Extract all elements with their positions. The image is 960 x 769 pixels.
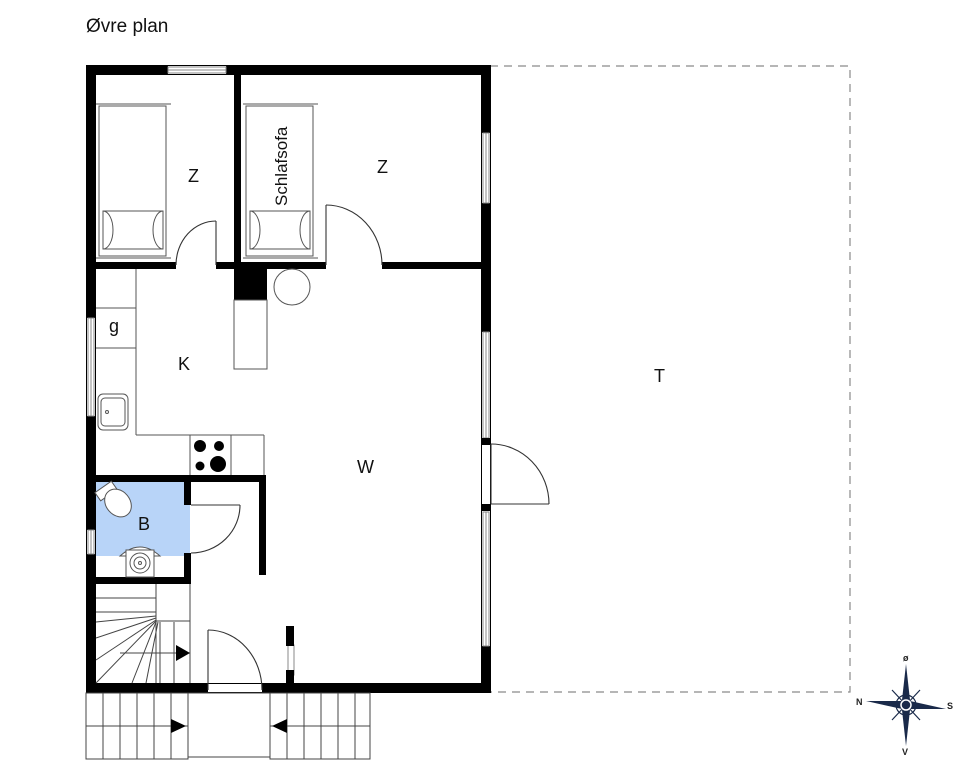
door-jambs	[481, 438, 491, 511]
room-label-storage: g	[109, 316, 119, 336]
outdoor-stairs	[85, 692, 371, 760]
door-terrace	[490, 443, 550, 505]
window-top-bedroom	[167, 66, 227, 74]
compass-label-north: N	[856, 697, 863, 707]
chimney-extension	[233, 299, 268, 370]
windows	[87, 66, 490, 676]
bed-bedroom-1	[96, 103, 171, 259]
door-entry	[207, 629, 263, 691]
door-bedroom-1	[175, 220, 217, 266]
kitchen-sink	[97, 393, 129, 431]
room-label-living-room: W	[357, 457, 374, 477]
toilet	[94, 480, 132, 518]
window-bathroom	[87, 529, 95, 555]
window-right-living-bottom	[482, 511, 490, 647]
compass-label-south: S	[947, 701, 953, 711]
sofa-bed-label: Schlafsofa	[272, 126, 291, 206]
interior-walls	[86, 65, 491, 684]
compass-label-east: ø	[903, 653, 909, 663]
door-bathroom	[190, 504, 241, 554]
cooktop	[194, 440, 226, 472]
window-kitchen	[87, 317, 95, 417]
door-bedroom-2	[325, 204, 383, 266]
window-right-bedroom	[482, 132, 490, 204]
internal-staircase	[95, 584, 191, 684]
room-label-bathroom: B	[138, 514, 150, 534]
room-label-bedroom-1: Z	[188, 166, 199, 186]
compass-rose: ø N S V	[856, 653, 953, 757]
doors	[175, 204, 550, 691]
shower-drain	[118, 546, 162, 578]
wood-stove	[273, 268, 311, 306]
compass-label-west: V	[902, 747, 908, 757]
sofa-bed-bedroom-2	[243, 103, 318, 259]
terrace-outline	[490, 65, 851, 693]
plan-title: Øvre plan	[86, 16, 169, 37]
room-label-bedroom-2: Z	[377, 157, 388, 177]
room-label-kitchen: K	[178, 354, 190, 374]
kitchen-counter	[96, 269, 265, 475]
room-label-terrace: T	[654, 366, 665, 386]
compass-needle-north	[902, 664, 910, 705]
